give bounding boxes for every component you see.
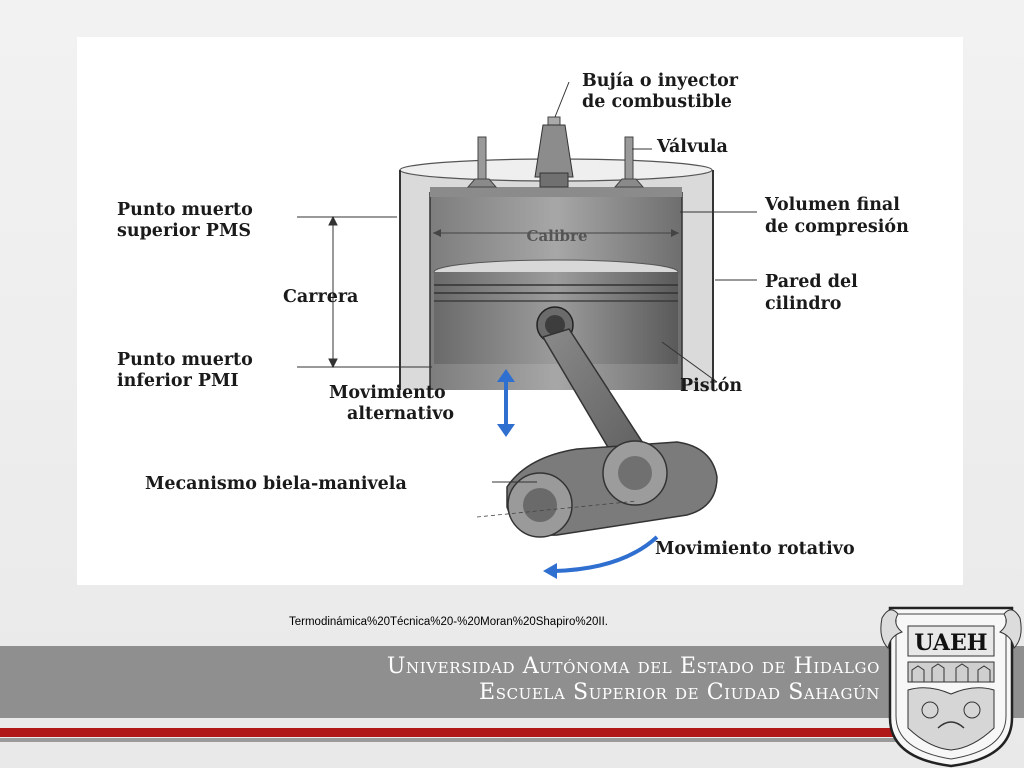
crank-mechanism	[476, 440, 718, 538]
piston-cylinder-diagram: Calibre	[117, 71, 909, 579]
rotary-motion-arrow	[543, 535, 659, 579]
valve-right	[613, 136, 645, 188]
school-name: Escuela Superior de Ciudad Sahagún	[479, 680, 880, 705]
label-movimiento-alternativo-line1: Movimiento	[329, 383, 446, 403]
label-valvula: Válvula	[656, 137, 728, 157]
label-pmi-line2: inferior PMI	[117, 371, 239, 391]
label-pms-line1: Punto muerto	[117, 200, 253, 220]
label-volumen-line1: Volumen final	[764, 195, 900, 215]
footer-band	[0, 646, 1024, 718]
spark-plug	[534, 116, 574, 188]
label-mecanismo: Mecanismo biela-manivela	[145, 474, 407, 494]
alternating-motion-arrow	[497, 369, 515, 437]
label-piston: Pistón	[680, 376, 742, 396]
label-movimiento-rotativo: Movimiento rotativo	[655, 539, 855, 559]
label-pms-line2: superior PMS	[117, 221, 251, 241]
footer-red-stripe	[0, 728, 900, 737]
calibre-dimension: Calibre	[433, 227, 679, 245]
label-pmi-line1: Punto muerto	[117, 350, 253, 370]
logo-text: UAEH	[914, 630, 987, 656]
source-citation: Termodinámica%20Técnica%20-%20Moran%20Sh…	[289, 616, 608, 628]
calibre-label: Calibre	[527, 227, 588, 245]
label-volumen-line2: de compresión	[765, 217, 909, 237]
label-pared-line1: Pared del	[765, 272, 858, 292]
footer-grey-stripe	[0, 738, 900, 742]
label-movimiento-alternativo-line2: alternativo	[347, 404, 454, 424]
engine-diagram-panel: Calibre	[77, 37, 963, 585]
uaeh-shield-icon: UAEH	[880, 606, 1022, 768]
university-name: Universidad Autónoma del Estado de Hidal…	[386, 654, 880, 679]
label-bujia-line1: Bujía o inyector	[582, 71, 739, 91]
valve-left	[466, 136, 498, 188]
label-bujia-line2: de combustible	[582, 92, 732, 112]
label-carrera: Carrera	[283, 287, 358, 307]
annotation-lines	[297, 81, 757, 483]
label-pared-line2: cilindro	[765, 294, 841, 314]
